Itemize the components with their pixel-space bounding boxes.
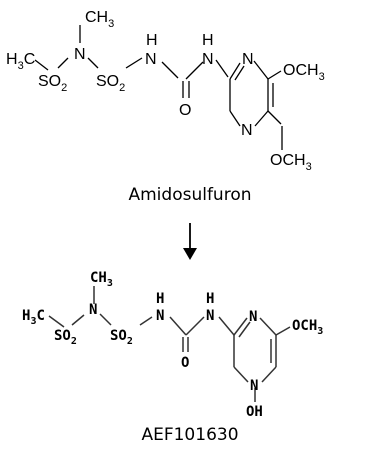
nh-right-h-label: H	[202, 32, 214, 49]
metabolite-compound-name: AEF101630	[141, 425, 239, 445]
sulfonyl-nitrogen-label: N	[89, 302, 97, 318]
sulfonyl-right-label: SO2	[96, 73, 125, 94]
nh-left-n-label: N	[156, 308, 164, 324]
methyl-terminal-label: H3C	[6, 51, 35, 72]
nh-left-h-label: H	[146, 32, 158, 49]
sulfonyl-nitrogen-label: N	[74, 46, 86, 63]
nh-right-n-label: N	[202, 51, 214, 68]
carbonyl-oxygen-label: O	[181, 355, 189, 371]
sulfonyl-left-label: SO2	[38, 73, 67, 94]
nh-left-n-label: N	[145, 51, 157, 68]
arrow-head-icon	[183, 248, 197, 260]
nh-right-n-label: N	[206, 308, 214, 324]
transformation-arrow	[183, 223, 197, 260]
amidosulfuron-bonds	[34, 25, 282, 127]
ring-nitrogen-bottom-label: N	[250, 378, 258, 394]
sulfonyl-right-label: SO2	[110, 328, 133, 347]
amidosulfuron-labels: CH3 H3C N SO2 SO2 H N H N O N N OCH3 OCH…	[6, 9, 325, 173]
ring-nitrogen-bottom-label: N	[241, 122, 253, 139]
carbonyl-oxygen-label: O	[179, 102, 191, 119]
amidosulfuron-structure: CH3 H3C N SO2 SO2 H N H N O N N OCH3 OCH…	[6, 9, 325, 173]
parent-compound-name: Amidosulfuron	[128, 185, 252, 205]
sulfonyl-left-label: SO2	[54, 328, 77, 347]
methyl-group-label: CH3	[85, 9, 114, 30]
methyl-group-label: CH3	[90, 270, 113, 289]
methoxy-right-label: OCH3	[283, 62, 325, 83]
ring-nitrogen-top-label: N	[242, 51, 254, 68]
metabolite-structure: CH3 H3C N SO2 SO2 H N H N O N N OCH3 OH	[22, 270, 323, 420]
metabolite-labels: CH3 H3C N SO2 SO2 H N H N O N N OCH3 OH	[22, 270, 323, 420]
metabolite-bonds	[48, 286, 291, 402]
methoxy-bottom-label: OCH3	[270, 152, 312, 173]
methoxy-right-label: OCH3	[292, 318, 323, 337]
ring-nitrogen-top-label: N	[249, 309, 257, 325]
nh-left-h-label: H	[156, 291, 164, 307]
hydroxyl-label: OH	[246, 404, 263, 420]
nh-right-h-label: H	[206, 291, 214, 307]
methyl-terminal-label: H3C	[22, 308, 45, 327]
